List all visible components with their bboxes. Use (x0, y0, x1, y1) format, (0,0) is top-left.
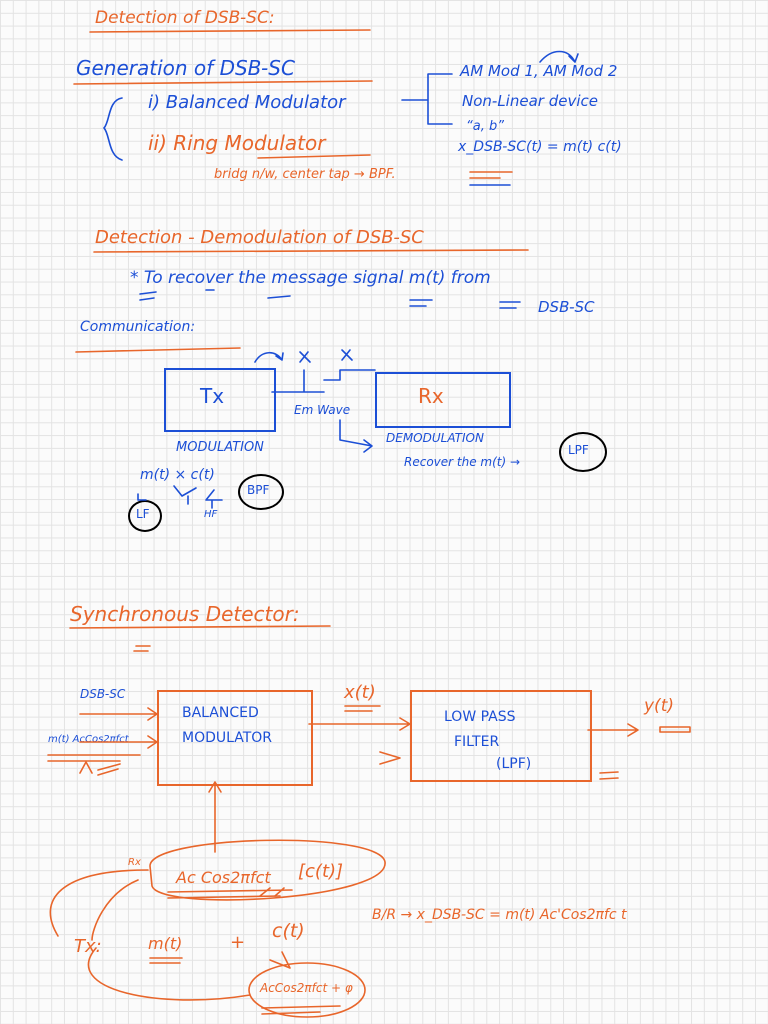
carrier-label: Ac Cos2πfct (176, 868, 271, 887)
demodulation-label: DEMODULATION (386, 431, 484, 445)
bpf-circle (238, 474, 284, 510)
lf-circle (128, 500, 162, 532)
sync-heading: Synchronous Detector: (70, 602, 300, 626)
tx-mark: Tx: (74, 936, 102, 957)
detection-goal-line1: * To recover the message signal m(t) fro… (130, 268, 491, 288)
recover-note: Recover the m(t) → (404, 455, 521, 469)
balanced-modulator-item: i) Balanced Modulator (148, 92, 346, 113)
yt-label: y(t) (644, 696, 674, 716)
lpf-line2: FILTER (454, 734, 500, 750)
lpf-circle (559, 432, 607, 472)
input-mt-carrier-label: m(t) AcCos2πfct (48, 734, 129, 745)
low-pass-filter-box (410, 690, 592, 782)
tx-box (164, 368, 276, 432)
modulation-equation: m(t) × c(t) (140, 467, 215, 483)
communication-heading: Communication: (80, 319, 196, 335)
hf-label: HF (204, 509, 218, 520)
balanced-modulator-box (157, 690, 313, 786)
balanced-modulator-line2: MODULATOR (182, 730, 273, 746)
xt-label: x(t) (344, 682, 376, 703)
balanced-type-nonlinear: Non-Linear device (462, 92, 598, 110)
ct-bracket-label: [c(t)] (298, 861, 344, 882)
modulation-label: MODULATION (176, 440, 264, 455)
detection-heading: Detection - Demodulation of DSB-SC (95, 227, 424, 248)
plus-label: + (230, 932, 246, 953)
generation-heading: Generation of DSB-SC (76, 56, 295, 80)
bpf-label: BPF (247, 483, 270, 497)
ring-modulator-item: ii) Ring Modulator (148, 131, 326, 155)
br-formula: B/R → x_DSB-SC = m(t) Ac'Cos2πfc t (372, 907, 627, 923)
lpf-circle-label: LPF (568, 443, 589, 457)
lf-label: LF (136, 507, 150, 521)
detection-goal-line2: DSB-SC (538, 298, 595, 316)
ct-label: c(t) (272, 920, 305, 942)
mt-label: m(t) (148, 934, 183, 953)
rx-label: Rx (418, 384, 444, 408)
carrier-phase-label: AcCos2πfct + φ (260, 981, 353, 995)
dsbsc-formula: x_DSB-SC(t) = m(t) c(t) (458, 139, 622, 155)
lpf-line1: LOW PASS (444, 709, 516, 725)
rx-box (375, 372, 511, 428)
balanced-type-am: AM Mod 1, AM Mod 2 (460, 62, 618, 80)
input-dsbsc-label: DSB-SC (80, 687, 126, 701)
page-title: Detection of DSB-SC: (95, 8, 275, 28)
lpf-line3: (LPF) (496, 756, 532, 772)
rx-mark: Rx (128, 857, 141, 868)
balanced-modulator-line1: BALANCED (182, 705, 259, 721)
ab-note: “a, b” (466, 119, 504, 134)
tx-label: Tx (200, 384, 225, 408)
medium-label: Em Wave (294, 403, 351, 417)
ring-modulator-note: bridg n/w, center tap → BPF. (214, 167, 396, 182)
